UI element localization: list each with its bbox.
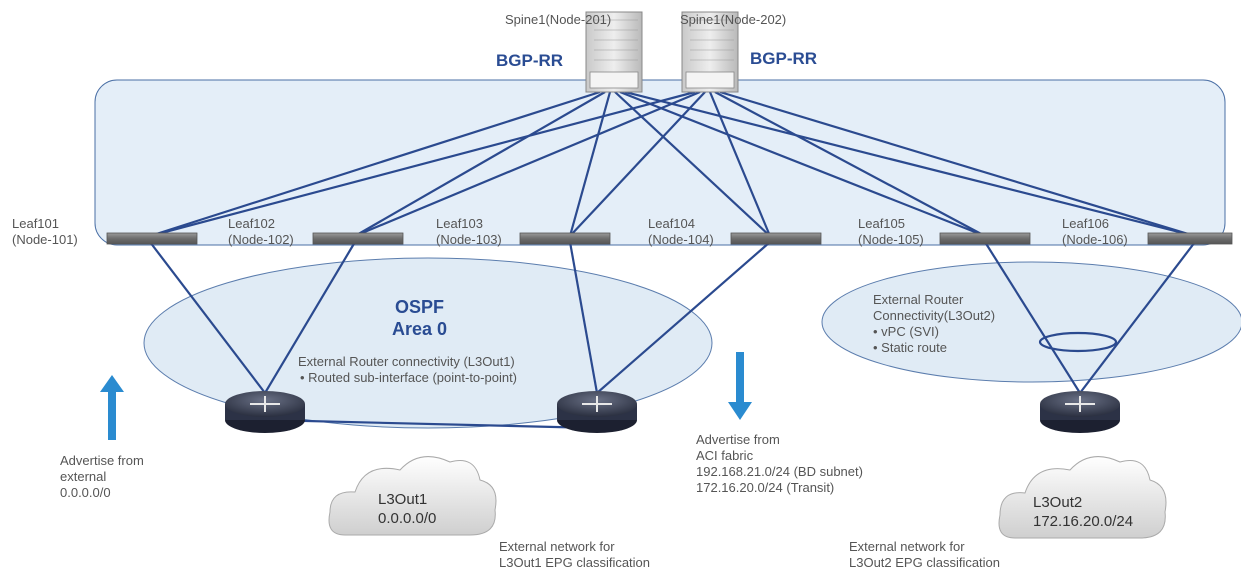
advertise-external-line3: 0.0.0.0/0 <box>60 485 111 500</box>
spine-switch-201 <box>585 11 643 93</box>
l3out2-connectivity: External Router Connectivity(L3Out2) vPC… <box>873 292 995 356</box>
advertise-fabric-line4: 172.16.20.0/24 (Transit) <box>696 480 835 495</box>
cloud-l3out2 <box>998 456 1167 539</box>
ospf-label-line1: OSPF <box>395 297 445 317</box>
ospf-label-line2: Area 0 <box>392 319 448 339</box>
ext-network-l3out2-line2: L3Out2 EPG classification <box>849 555 1001 570</box>
arrow-up-icon <box>100 375 124 440</box>
advertise-external-line1: Advertise from <box>60 453 144 468</box>
cloud-l3out2-name: L3Out2 <box>1033 494 1083 511</box>
leaf-switch-104 <box>730 232 822 245</box>
ospf-area-ellipse <box>143 257 713 429</box>
ext-network-l3out2: External network for L3Out2 EPG classifi… <box>849 539 1000 571</box>
l3out2-conn-title1: External Router <box>873 292 964 307</box>
advertise-fabric-line2: ACI fabric <box>696 448 754 463</box>
leaf-switch-101 <box>106 232 198 245</box>
advertise-fabric-line1: Advertise from <box>696 432 780 447</box>
leaf-node: (Node-104) <box>648 232 714 247</box>
leaf-router-links <box>149 241 1196 430</box>
router-3 <box>1040 391 1120 433</box>
leaf-switch-103 <box>519 232 611 245</box>
spine-switch-202 <box>681 11 739 93</box>
leaf-label-104: Leaf104 (Node-104) <box>648 216 714 248</box>
advertise-external-text: Advertise from external 0.0.0.0/0 <box>60 453 144 501</box>
l3out2-area-ellipse <box>821 261 1241 383</box>
ext-network-l3out2-line1: External network for <box>849 539 965 554</box>
advertise-external-line2: external <box>60 469 107 484</box>
bgp-rr-label-202: BGP-RR <box>750 49 818 68</box>
advertise-fabric-line3: 192.168.21.0/24 (BD subnet) <box>696 464 863 479</box>
aci-fabric-area <box>94 79 1226 246</box>
l3out2-conn-bullet-2: Static route <box>873 340 947 355</box>
cloud-l3out1-name: L3Out1 <box>378 491 428 508</box>
leaf-name: Leaf103 <box>436 216 483 231</box>
leaf-switch-105 <box>939 232 1031 245</box>
l3out1-conn-bullet: Routed sub-interface (point-to-point) <box>300 370 517 385</box>
cloud-l3out1-label: L3Out1 0.0.0.0/0 <box>378 490 436 528</box>
ext-network-l3out1-line1: External network for <box>499 539 615 554</box>
cloud-l3out2-label: L3Out2 172.16.20.0/24 <box>1033 493 1133 531</box>
leaf-label-105: Leaf105 (Node-105) <box>858 216 924 248</box>
fabric-links <box>149 90 1196 238</box>
leaf-node: (Node-106) <box>1062 232 1128 247</box>
router-2 <box>557 391 637 433</box>
spine-label-201: Spine1(Node-201) <box>505 12 612 27</box>
leaf-label-102: Leaf102 (Node-102) <box>228 216 294 248</box>
leaf-label-103: Leaf103 (Node-103) <box>436 216 502 248</box>
leaf-label-106: Leaf106 (Node-106) <box>1062 216 1128 248</box>
leaf-node: (Node-101) <box>12 232 78 247</box>
leaf-node: (Node-103) <box>436 232 502 247</box>
leaf-label-101: Leaf101 (Node-101) <box>12 216 78 248</box>
ext-network-l3out1: External network for L3Out1 EPG classifi… <box>499 539 650 571</box>
leaf-name: Leaf106 <box>1062 216 1109 231</box>
l3out1-connectivity: External Router connectivity (L3Out1) Ro… <box>298 354 517 386</box>
leaf-node: (Node-102) <box>228 232 294 247</box>
leaf-name: Leaf101 <box>12 216 59 231</box>
arrow-down-icon <box>728 352 752 420</box>
leaf-switch-102 <box>312 232 404 245</box>
cloud-l3out1 <box>328 456 497 536</box>
leaf-node: (Node-105) <box>858 232 924 247</box>
cloud-l3out1-subnet: 0.0.0.0/0 <box>378 510 437 527</box>
leaf-switch-106 <box>1147 232 1233 245</box>
l3out2-conn-bullet-1: vPC (SVI) <box>873 324 939 339</box>
l3out2-conn-title2: Connectivity(L3Out2) <box>873 308 996 323</box>
leaf-name: Leaf105 <box>858 216 905 231</box>
bgp-rr-label-201: BGP-RR <box>496 51 564 70</box>
leaf-name: Leaf104 <box>648 216 695 231</box>
cloud-l3out2-subnet: 172.16.20.0/24 <box>1033 513 1134 530</box>
advertise-fabric-text: Advertise from ACI fabric 192.168.21.0/2… <box>696 432 863 496</box>
leaf-switches <box>106 232 1233 245</box>
vpc-bundle-ellipse <box>1038 331 1118 353</box>
router-1 <box>225 391 305 433</box>
l3out1-conn-title: External Router connectivity (L3Out1) <box>298 354 515 369</box>
spine-label-202: Spine1(Node-202) <box>680 12 787 27</box>
leaf-name: Leaf102 <box>228 216 275 231</box>
ext-network-l3out1-line2: L3Out1 EPG classification <box>499 555 651 570</box>
ospf-area-label: OSPF Area 0 <box>392 296 447 340</box>
